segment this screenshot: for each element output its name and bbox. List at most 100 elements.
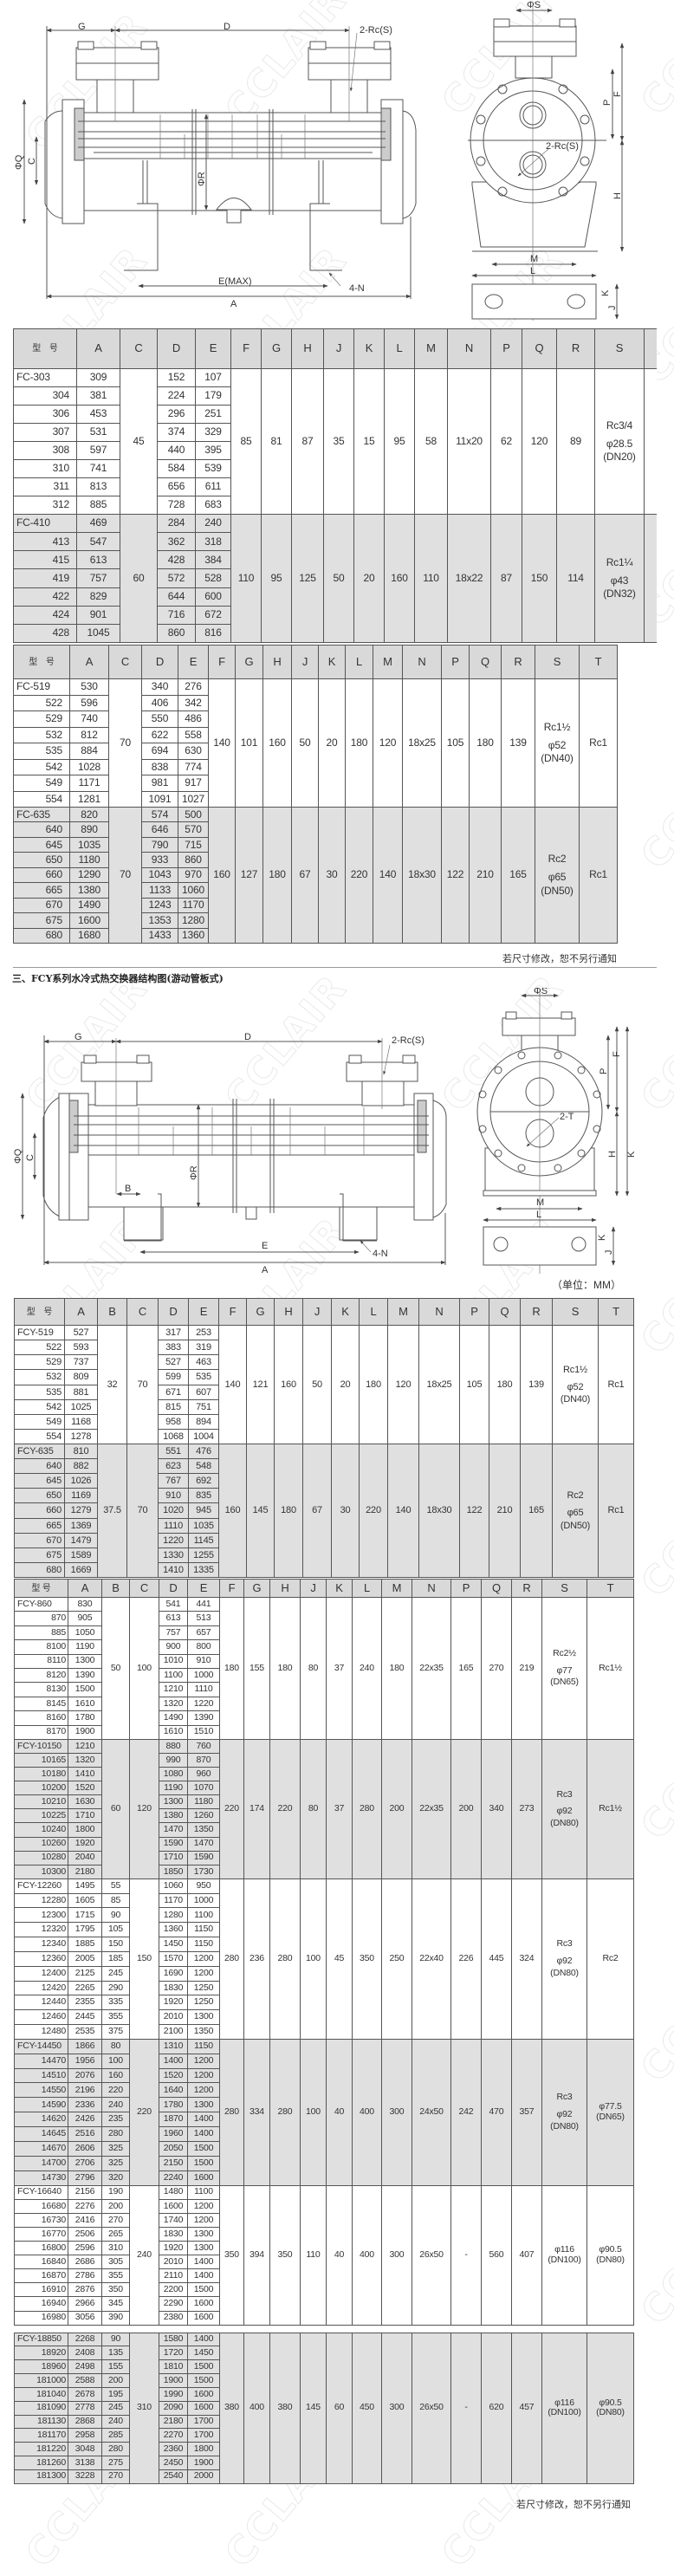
shared-value-line: 100: [306, 2106, 321, 2117]
shared-value-line: 70: [137, 1505, 148, 1516]
shared-value-line: 20: [363, 571, 375, 584]
value-cell-e: 1200: [187, 2053, 220, 2069]
shared-cell-q: 270: [481, 1597, 512, 1740]
shared-value-line: φ65: [567, 1508, 584, 1519]
model-cell: FCY-635: [14, 1443, 65, 1460]
column-header-d: D: [141, 645, 178, 679]
value-cell-a: 1710: [68, 1808, 102, 1824]
shared-cell-m: 140: [373, 807, 403, 944]
column-header-g: G: [261, 328, 292, 369]
label-j: J: [607, 306, 618, 311]
value-cell-a: 1045: [76, 623, 120, 643]
shared-value-line: (DN80): [550, 1817, 579, 1828]
shared-value-line: 357: [519, 2106, 535, 2117]
shared-cell-f: 160: [218, 1444, 247, 1578]
shared-value-line: 200: [389, 1803, 405, 1814]
value-cell-e: 870: [187, 1752, 220, 1768]
value-cell-b: 200: [101, 2373, 130, 2388]
shared-cell-f: 85: [230, 368, 262, 515]
value-cell-e: 319: [188, 1340, 219, 1356]
shared-value-line: (DN50): [541, 884, 574, 897]
shared-value-line: 95: [393, 434, 405, 447]
shared-value-line: 219: [519, 1662, 535, 1673]
value-cell-b: 320: [101, 2170, 130, 2186]
shared-value-line: 85: [240, 434, 252, 447]
shared-value-line: Rc1¼: [606, 555, 633, 568]
value-cell-a: 2336: [68, 2097, 102, 2113]
model-cell: 16980: [14, 2310, 68, 2326]
value-cell-d: 838: [141, 758, 178, 775]
shared-value-line: 24x50: [419, 2106, 444, 2117]
shared-value-line: 236: [250, 1953, 264, 1964]
shared-cell-m: 140: [387, 1444, 419, 1578]
shared-value-line: 105: [466, 1379, 483, 1390]
value-cell-a: 1028: [69, 758, 109, 775]
shared-value-line: 242: [458, 2106, 474, 2117]
value-cell-e: 600: [195, 587, 231, 607]
label-phi-q: ΦQ: [13, 1148, 23, 1164]
shared-value-line: 67: [299, 868, 311, 881]
shared-cell-h: 180: [269, 1597, 301, 1740]
model-cell: 181220: [14, 2442, 68, 2456]
value-cell-d: 1900: [159, 2373, 188, 2388]
value-cell-d: 1330: [158, 1547, 189, 1563]
shared-cell-f: 350: [219, 2184, 244, 2326]
shared-cell-n: 18x25: [418, 1325, 460, 1444]
shared-value-line: Rc1½: [543, 720, 571, 733]
shared-value-line: 26x50: [419, 2402, 444, 2413]
column-header-j: J: [291, 645, 319, 679]
model-cell: 12440: [14, 1995, 68, 2011]
column-header-l: L: [352, 1579, 382, 1598]
value-cell-e: 1600: [187, 2400, 220, 2416]
shared-value-line: 145: [252, 1505, 269, 1516]
shared-cell-h: 160: [262, 678, 292, 808]
shared-value-line: (DN100): [548, 2407, 581, 2418]
column-header-s: S: [594, 328, 645, 369]
column-header-q: Q: [469, 645, 502, 679]
value-cell-a: 740: [69, 711, 109, 728]
model-cell: 650: [14, 1488, 65, 1504]
value-cell-b: 90: [101, 1907, 130, 1924]
label-2-rc-s: 2-Rc(S): [392, 1035, 424, 1046]
model-cell: 660: [13, 866, 70, 884]
shared-cell-m: 120: [387, 1325, 419, 1444]
value-cell-e: 1200: [187, 1950, 220, 1967]
shared-value-line: φ43: [610, 574, 629, 587]
column-header-n: N: [447, 328, 491, 369]
shared-cell-q: 445: [481, 1878, 512, 2040]
shared-value-line: 350: [224, 2248, 239, 2260]
value-cell-a: 2786: [68, 2268, 102, 2284]
value-cell-a: 2778: [68, 2400, 102, 2416]
value-cell-b: 245: [101, 2400, 130, 2416]
cclair-watermark: CCLAIR: [632, 1694, 674, 1849]
value-cell-d: 1920: [159, 1995, 188, 2011]
side-view: ΦS 2-T M L P F H K K J: [476, 988, 637, 1274]
model-cell: 522: [13, 694, 70, 711]
value-cell-a: 2506: [68, 2226, 102, 2242]
value-cell-d: 1043: [141, 866, 178, 884]
shared-value-line: Rc1: [607, 1505, 625, 1516]
shared-value-line: 87: [301, 434, 314, 447]
value-cell-b: 270: [101, 2212, 130, 2228]
shared-value-line: 26x50: [419, 2248, 444, 2260]
value-cell-d: 383: [158, 1340, 189, 1356]
shared-value-line: 120: [395, 1379, 412, 1390]
column-header-t: T: [587, 1579, 634, 1598]
value-cell-e: 318: [195, 532, 231, 552]
value-cell-d: 716: [157, 605, 196, 625]
shared-value-line: 100: [306, 1953, 321, 1964]
model-cell: 675: [14, 1547, 65, 1563]
column-header-r: R: [520, 1298, 553, 1326]
model-cell: 8130: [14, 1682, 68, 1697]
value-cell-e: 1360: [178, 927, 209, 944]
value-cell-a: 3138: [68, 2455, 102, 2470]
